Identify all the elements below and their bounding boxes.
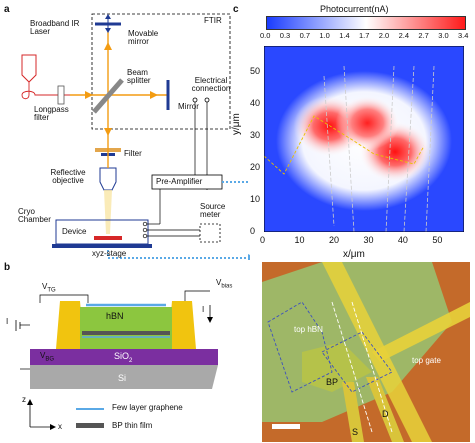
device-chip (94, 236, 122, 240)
mirror-label: Mirror (178, 102, 199, 111)
y-tick-label: 20 (250, 161, 261, 172)
x-tick-label: 50 (432, 235, 443, 245)
device-label: Device (62, 227, 87, 236)
pre-amp-label: Pre-Amplifier (156, 177, 203, 186)
colorbar-tick-label: 1.4 (339, 31, 350, 40)
panel-letter-c: c (233, 4, 239, 15)
photo-label-source: S (352, 427, 359, 437)
colorbar-title: Photocurrent(nA) (320, 4, 389, 14)
y-tick-label: 30 (250, 129, 261, 140)
colorbar-tick-label: 0.7 (299, 31, 311, 40)
top-hbn-outline (267, 301, 333, 393)
panel-letter-a: a (4, 4, 10, 15)
panel-letter-b: b (4, 262, 11, 273)
colorbar-tick-label: 2.0 (378, 31, 390, 40)
filter-label: Filter (124, 149, 142, 158)
sio2-label: SiO2 (114, 351, 133, 364)
colorbar-tick-label: 2.7 (418, 31, 429, 40)
source-electrode (342, 382, 364, 442)
si-layer (30, 365, 218, 389)
si-label: Si (118, 373, 127, 383)
beam-splitter (92, 78, 124, 114)
beam-arrow-right (150, 91, 158, 99)
sio2-layer (30, 349, 218, 365)
gold-contact-right (168, 301, 196, 349)
legend-graphene-label: Few layer graphene (112, 403, 183, 412)
longpass-filter (57, 85, 65, 105)
y-tick-label: 10 (250, 193, 261, 204)
longpass-filter-label: Longpass filter (34, 105, 69, 123)
colorbar (266, 16, 466, 30)
legend-bp-label: BP thin film (112, 421, 153, 430)
colorbar-tick-label: 1.0 (319, 31, 330, 40)
xyz-stage-label: xyz-stage (92, 249, 127, 258)
hotspot-mark (335, 95, 400, 151)
bp-outline (264, 115, 425, 175)
v-tg-label: VTG (42, 282, 56, 294)
legend-bp-swatch (76, 423, 104, 428)
drain-electrode (366, 377, 404, 442)
hbn-layer (80, 307, 172, 349)
bp-flake (302, 342, 372, 392)
current-label-left: I (6, 317, 9, 326)
colorbar-tick-label: 3.4 (458, 31, 469, 40)
photo-label-drain: D (382, 409, 389, 419)
colorbar-tick-label: 2.4 (398, 31, 410, 40)
photo-label-bp: BP (326, 377, 339, 387)
ftir-label: FTIR (204, 16, 222, 25)
x-tick-label: 0 (260, 235, 266, 245)
bp-film (82, 331, 170, 335)
laser-label: Broadband IR Laser (30, 19, 80, 37)
y-tick-label: 50 (250, 65, 261, 76)
device-cross-section (15, 290, 218, 430)
source-meter-label: Source meter (200, 202, 226, 220)
setup-schematic (21, 13, 250, 260)
optical-micrograph (262, 262, 470, 442)
movable-mirror-label: Movable mirror (128, 29, 159, 47)
laser-icon (21, 54, 37, 83)
bp-outline-photo (321, 331, 393, 393)
gate-lead (372, 302, 470, 362)
colorbar-tick-label: 3.0 (438, 31, 449, 40)
source-outline (323, 75, 335, 227)
photo-label-top-gate: top gate (412, 356, 441, 365)
xyz-stage-bar (52, 244, 152, 248)
current-label-right: I (202, 305, 205, 314)
colorbar-tick-label: 0.0 (260, 31, 271, 40)
photocurrent-map (264, 46, 464, 232)
hbn-label: hBN (106, 311, 124, 321)
cryo-chamber-label: Cryo Chamber (18, 207, 51, 225)
beam-arrow-in (85, 91, 93, 99)
axis-x-label: x (58, 422, 62, 431)
gold-contact-left (56, 301, 84, 349)
x-tick-label: 10 (294, 235, 305, 245)
y-tick-label: 40 (250, 97, 261, 108)
objective-icon (99, 167, 117, 191)
y-axis-label: y/μm (231, 113, 242, 135)
x-axis-label: x/μm (343, 249, 365, 260)
objective-label: Reflective objective (50, 168, 86, 186)
source-meter-box (199, 223, 221, 243)
laser-fiber (21, 82, 70, 100)
axis-z-label: z (22, 395, 26, 404)
scale-bar (272, 424, 300, 429)
v-bias-label: Vbias (216, 278, 233, 290)
beam-splitter-label: Beam splitter (127, 68, 151, 86)
electrical-connection-label: Electrical connection (191, 76, 231, 94)
colorbar-tick-label: 1.7 (359, 31, 370, 40)
y-tick-label: 0 (250, 226, 256, 236)
beam-arrow-down (104, 128, 112, 136)
colorbar-tick-label: 0.3 (279, 31, 291, 40)
beam-arrow-up (104, 42, 112, 50)
x-tick-label: 20 (328, 235, 339, 245)
v-bg-label: VBG (40, 351, 55, 363)
ftir-box (91, 13, 231, 130)
x-tick-label: 30 (363, 235, 374, 245)
drain-outline (385, 65, 395, 232)
beam-cone (104, 190, 112, 234)
photo-label-top-hbn: top hBN (294, 325, 323, 334)
x-tick-label: 40 (397, 235, 408, 245)
